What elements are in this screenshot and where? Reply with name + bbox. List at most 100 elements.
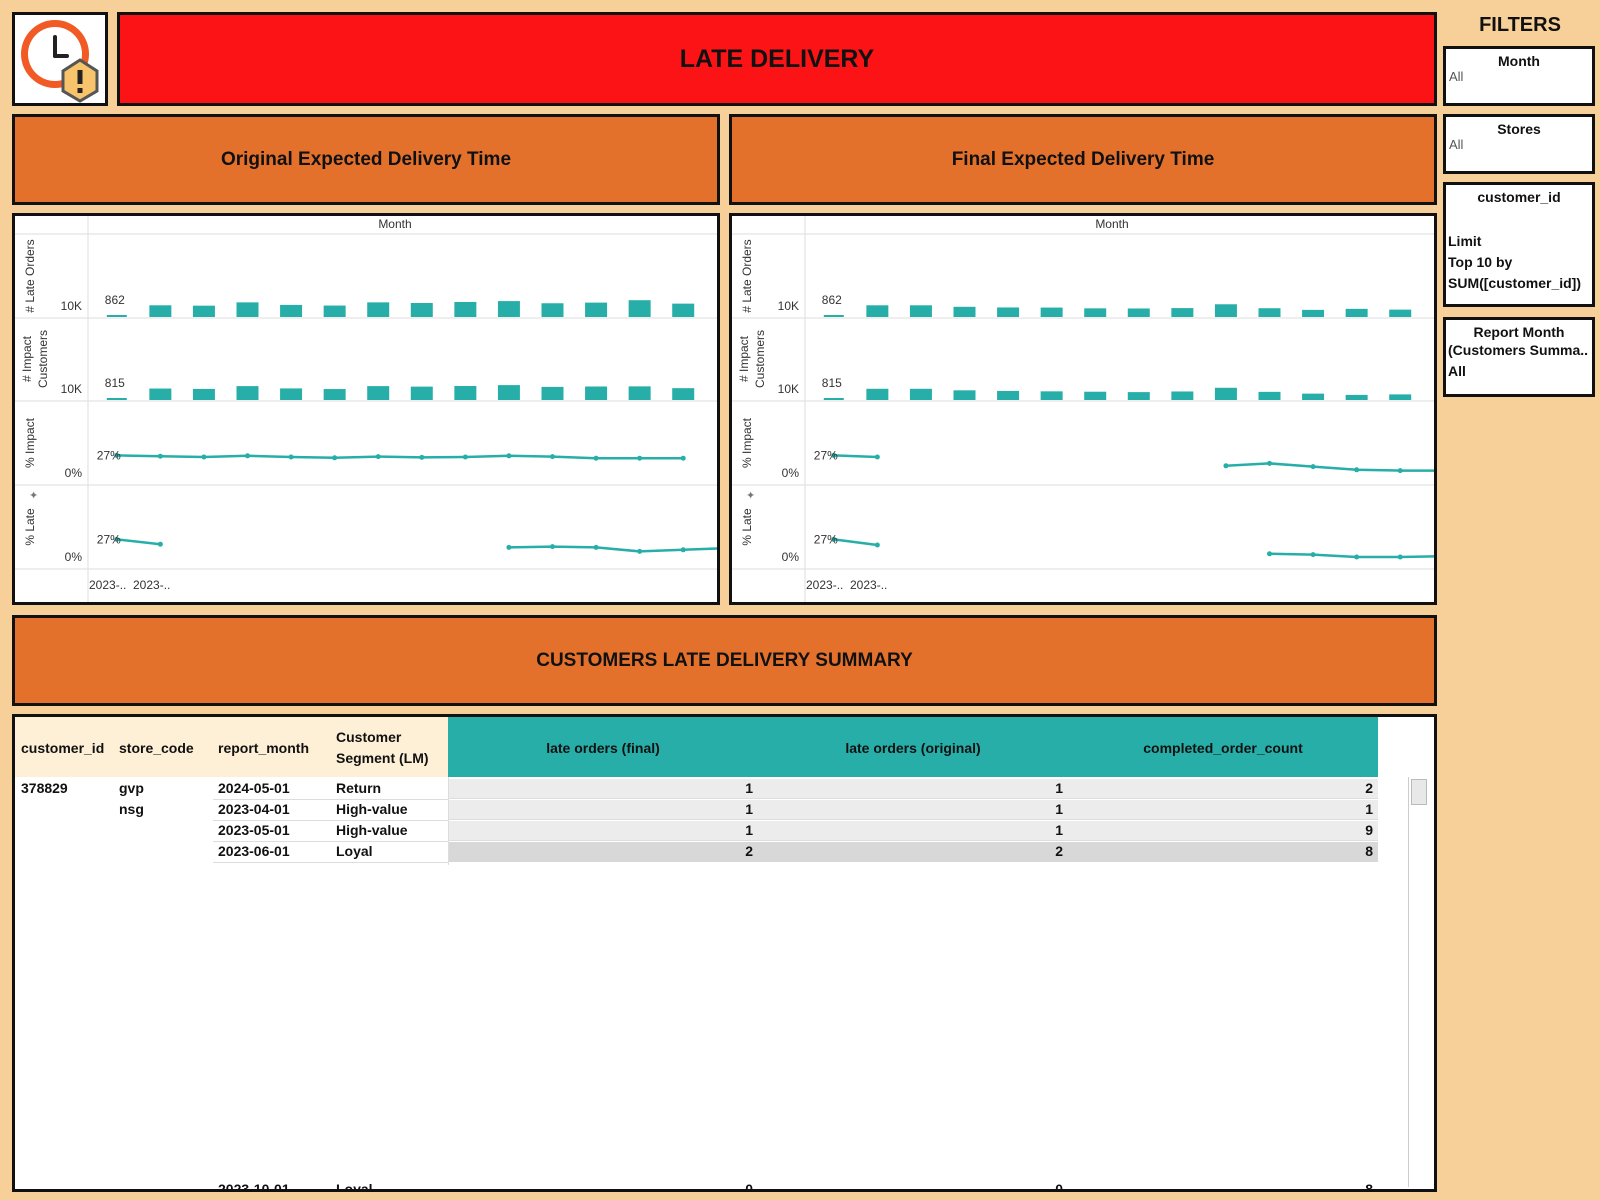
row-tick-label-2: 0%: [782, 466, 800, 480]
final-section-header: Final Expected Delivery Time: [729, 114, 1437, 205]
bar-mark: [823, 398, 844, 400]
cell-late-final[interactable]: 2: [745, 843, 753, 859]
stores-filter-value[interactable]: All: [1449, 137, 1464, 152]
header-late-orders-original[interactable]: late orders (original): [845, 740, 981, 756]
bar-mark: [1258, 308, 1281, 317]
x-tick-label: 2023-..: [850, 578, 887, 592]
header-completed-order-count[interactable]: completed_order_count: [1143, 740, 1303, 756]
app-logo: [12, 12, 108, 106]
bar-mark: [1345, 394, 1368, 400]
bar-mark: [410, 302, 433, 317]
bar-mark: [1171, 308, 1194, 317]
customer-id-limit: Limit: [1448, 233, 1482, 249]
bar-first-label-1: 815: [822, 376, 842, 390]
report-month-filter[interactable]: Report Month (Customers Summa.. All: [1443, 317, 1595, 397]
report-month-filter-value[interactable]: All: [1448, 363, 1466, 379]
month-filter[interactable]: Month All: [1443, 46, 1595, 106]
cell-segment[interactable]: Return: [336, 780, 382, 796]
header-customer-id[interactable]: customer_id: [21, 740, 105, 756]
cell-segment[interactable]: High-value: [336, 801, 408, 817]
row-label-3: % Late: [740, 508, 754, 546]
row-label-3: % Late: [23, 508, 37, 546]
cell-late-original[interactable]: 1: [1055, 780, 1063, 796]
row-tick-label-3: 0%: [782, 550, 800, 564]
row-tick-label-1: 10K: [61, 382, 82, 396]
line-first-label-2: 27%: [814, 448, 838, 462]
cell-segment[interactable]: Loyal: [336, 843, 373, 859]
bar-mark: [585, 302, 608, 317]
cell-late-original[interactable]: 1: [1055, 822, 1063, 838]
cell-segment[interactable]: High-value: [336, 822, 408, 838]
summary-table[interactable]: customer_id store_code report_month Cust…: [12, 714, 1437, 1192]
line-first-label-2: 27%: [97, 448, 121, 462]
cell-late-original[interactable]: 2: [1055, 843, 1063, 859]
cell-completed[interactable]: 1: [1365, 801, 1373, 817]
month-column-header: Month: [1095, 217, 1128, 231]
row-label-0: # Late Orders: [23, 239, 37, 312]
cell-report-month[interactable]: 2023-04-01: [218, 801, 290, 817]
table-scroll-thumb[interactable]: [1411, 779, 1427, 805]
cell-late-final[interactable]: 1: [745, 801, 753, 817]
bar-mark: [585, 386, 608, 400]
report-month-filter-sublabel: (Customers Summa..: [1448, 342, 1589, 358]
cell-late-final[interactable]: 1: [745, 822, 753, 838]
cell-completed-clipped: 8: [1365, 1181, 1373, 1190]
pin-icon: ✦: [746, 490, 755, 502]
line-first-label-3: 27%: [97, 532, 121, 546]
bar-mark: [236, 386, 259, 400]
line-first-label-3: 27%: [814, 532, 838, 546]
line-series: [833, 454, 878, 459]
header-late-orders-final[interactable]: late orders (final): [546, 740, 660, 756]
header-customer-segment-line2[interactable]: Segment (LM): [336, 750, 429, 766]
row-label-1: # Impact: [737, 335, 751, 382]
month-filter-value[interactable]: All: [1449, 69, 1464, 84]
header-customer-segment-line1[interactable]: Customer: [336, 729, 402, 745]
line-series: [116, 454, 684, 460]
table-scrollbar[interactable]: [1408, 777, 1430, 1187]
cell-report-month[interactable]: 2024-05-01: [218, 780, 290, 796]
cell-report-month[interactable]: 2023-06-01: [218, 843, 290, 859]
cell-late-original-clipped: 0: [1055, 1181, 1063, 1190]
cell-store-code[interactable]: gvp: [119, 780, 144, 796]
bar-mark: [997, 307, 1020, 317]
bar-mark: [106, 315, 127, 317]
row-tick-label-1: 10K: [778, 382, 799, 396]
cell-completed[interactable]: 8: [1365, 843, 1373, 859]
pin-icon: ✦: [29, 490, 38, 502]
cell-segment-clipped: Loyal: [336, 1181, 373, 1190]
cell-completed[interactable]: 9: [1365, 822, 1373, 838]
header-store-code[interactable]: store_code: [119, 740, 194, 756]
bar-first-label-0: 862: [105, 293, 125, 307]
filters-title: FILTERS: [1479, 14, 1561, 36]
line-series: [1269, 552, 1434, 559]
bar-mark: [454, 301, 477, 317]
bar-mark: [497, 385, 520, 400]
cell-report-month[interactable]: 2023-05-01: [218, 822, 290, 838]
customer-id-filter[interactable]: customer_id Limit Top 10 by SUM([custome…: [1443, 182, 1595, 307]
dashboard-title: LATE DELIVERY: [679, 44, 875, 73]
x-tick-label: 2023-..: [133, 578, 170, 592]
bar-mark: [823, 315, 844, 317]
bar-mark: [541, 386, 564, 400]
month-filter-label: Month: [1498, 53, 1540, 69]
cell-late-final[interactable]: 1: [745, 780, 753, 796]
cell-late-final-clipped: 0: [745, 1181, 753, 1190]
bar-mark: [866, 305, 889, 317]
stores-filter[interactable]: Stores All: [1443, 114, 1595, 174]
bar-mark: [149, 388, 172, 400]
cell-customer-id[interactable]: 378829: [21, 780, 68, 796]
header-report-month[interactable]: report_month: [218, 740, 309, 756]
row-tick-label-3: 0%: [65, 550, 83, 564]
cell-late-original[interactable]: 1: [1055, 801, 1063, 817]
cell-store-code[interactable]: nsg: [119, 801, 144, 817]
cell-completed[interactable]: 2: [1365, 780, 1373, 796]
original-section-title: Original Expected Delivery Time: [220, 148, 512, 170]
bar-first-label-1: 815: [105, 376, 125, 390]
bar-mark: [1345, 308, 1368, 317]
customer-id-measure: SUM([customer_id]): [1448, 275, 1582, 291]
line-series: [1225, 462, 1434, 472]
